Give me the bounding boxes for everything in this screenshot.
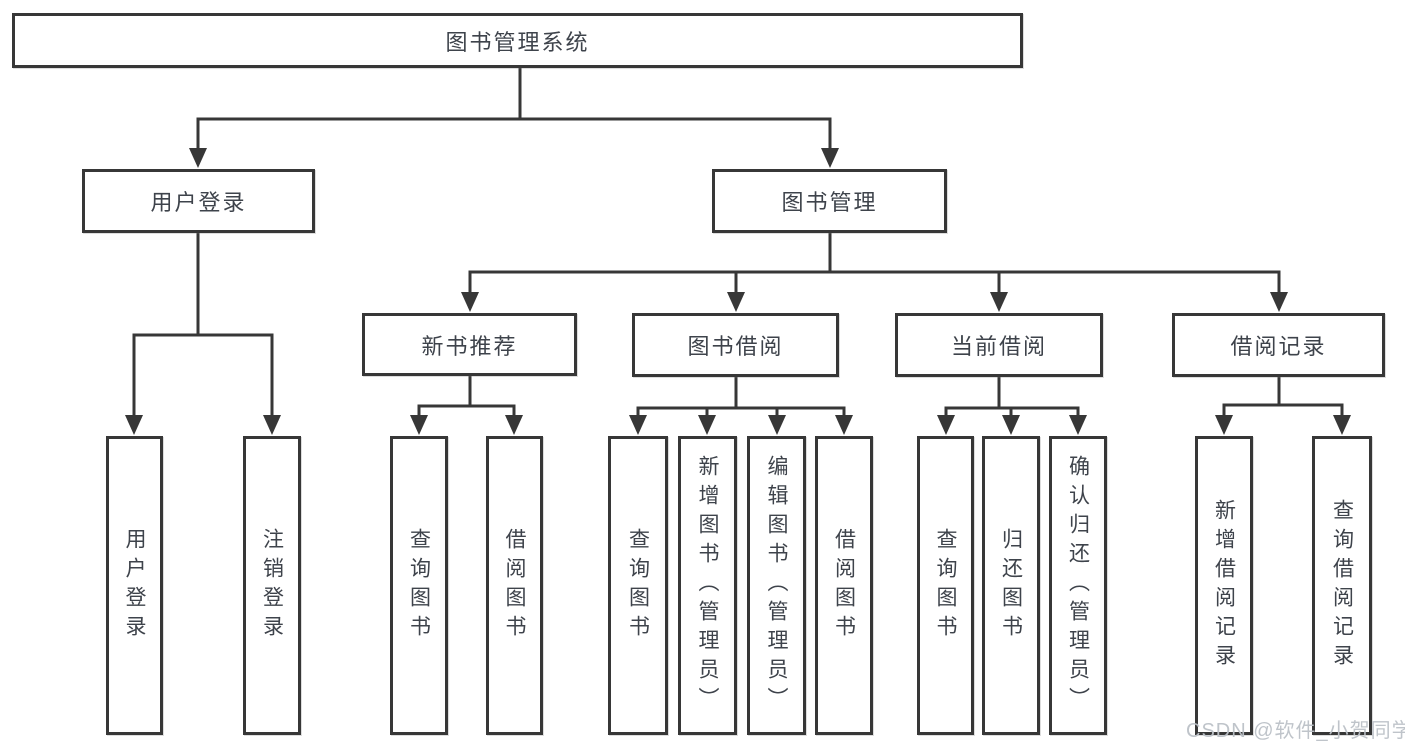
node-new-book-recommend-label: 新书推荐 — [421, 333, 518, 359]
csdn-watermark: CSDN @软件_小贺同学 — [1186, 720, 1405, 742]
node-user-login: 用户登录 — [82, 169, 315, 233]
leaf-query-books-current: 查询图书 — [917, 436, 974, 735]
leaf-query-books-current-label: 查询图书 — [934, 527, 957, 644]
leaf-query-books-recommend-label: 查询图书 — [407, 527, 431, 644]
node-book-management-label: 图书管理 — [781, 190, 878, 215]
leaf-borrow-books-label: 借阅图书 — [832, 527, 856, 644]
node-borrow-records: 借阅记录 — [1172, 313, 1385, 377]
node-system-root: 图书管理系统 — [12, 13, 1023, 68]
leaf-query-books-borrowing-label: 查询图书 — [626, 527, 650, 644]
node-book-borrowing: 图书借阅 — [632, 313, 839, 377]
leaf-user-login: 用户登录 — [106, 436, 163, 735]
leaf-add-books-admin-label: 新增图书（管理员） — [696, 455, 719, 716]
leaf-confirm-return-admin-label: 确认归还（管理员） — [1066, 455, 1090, 716]
leaf-query-borrow-record-label: 查询借阅记录 — [1330, 498, 1354, 673]
node-book-management: 图书管理 — [712, 169, 947, 233]
arrowheads — [125, 148, 1351, 435]
node-book-borrowing-label: 图书借阅 — [687, 334, 784, 359]
leaf-edit-books-admin-label: 编辑图书（管理员） — [765, 455, 788, 716]
leaf-edit-books-admin: 编辑图书（管理员） — [747, 436, 806, 735]
leaf-query-books-recommend: 查询图书 — [390, 436, 448, 735]
leaf-query-books-borrowing: 查询图书 — [608, 436, 668, 735]
leaf-query-borrow-record: 查询借阅记录 — [1312, 436, 1372, 735]
leaf-add-borrow-record: 新增借阅记录 — [1195, 436, 1253, 735]
node-borrow-records-label: 借阅记录 — [1230, 334, 1327, 359]
leaf-borrow-books: 借阅图书 — [815, 436, 873, 735]
leaf-user-login-label: 用户登录 — [123, 527, 146, 644]
node-current-borrowing: 当前借阅 — [895, 313, 1103, 377]
leaf-return-books-label: 归还图书 — [999, 527, 1023, 644]
leaf-confirm-return-admin: 确认归还（管理员） — [1049, 436, 1107, 735]
leaf-return-books: 归还图书 — [982, 436, 1040, 735]
leaf-borrow-books-recommend: 借阅图书 — [486, 436, 543, 735]
leaf-logout-login: 注销登录 — [243, 436, 301, 735]
leaf-logout-login-label: 注销登录 — [260, 527, 284, 644]
node-new-book-recommend: 新书推荐 — [362, 313, 577, 376]
node-user-login-label: 用户登录 — [150, 190, 247, 215]
leaf-borrow-books-recommend-label: 借阅图书 — [503, 527, 526, 644]
node-system-root-label: 图书管理系统 — [445, 29, 590, 55]
leaf-add-borrow-record-label: 新增借阅记录 — [1212, 498, 1236, 673]
leaf-add-books-admin: 新增图书（管理员） — [678, 436, 737, 735]
node-current-borrowing-label: 当前借阅 — [950, 334, 1047, 359]
